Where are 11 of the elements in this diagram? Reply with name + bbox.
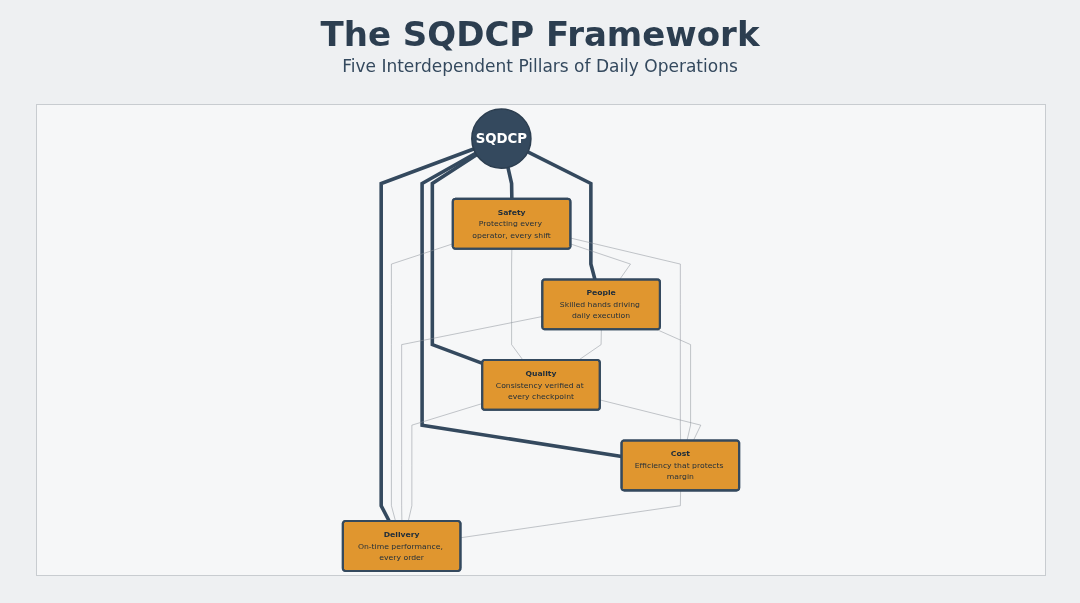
subtitle: Five Interdependent Pillars of Daily Operations	[342, 56, 738, 76]
connector	[460, 490, 681, 538]
connector	[570, 237, 681, 441]
connector	[401, 316, 543, 522]
connector	[570, 243, 631, 280]
connector	[599, 399, 702, 441]
connector	[407, 403, 483, 522]
title: The SQDCP Framework	[320, 14, 760, 54]
node-circle: SQDCP	[471, 108, 532, 169]
connector	[656, 329, 691, 441]
connector	[430, 153, 484, 366]
